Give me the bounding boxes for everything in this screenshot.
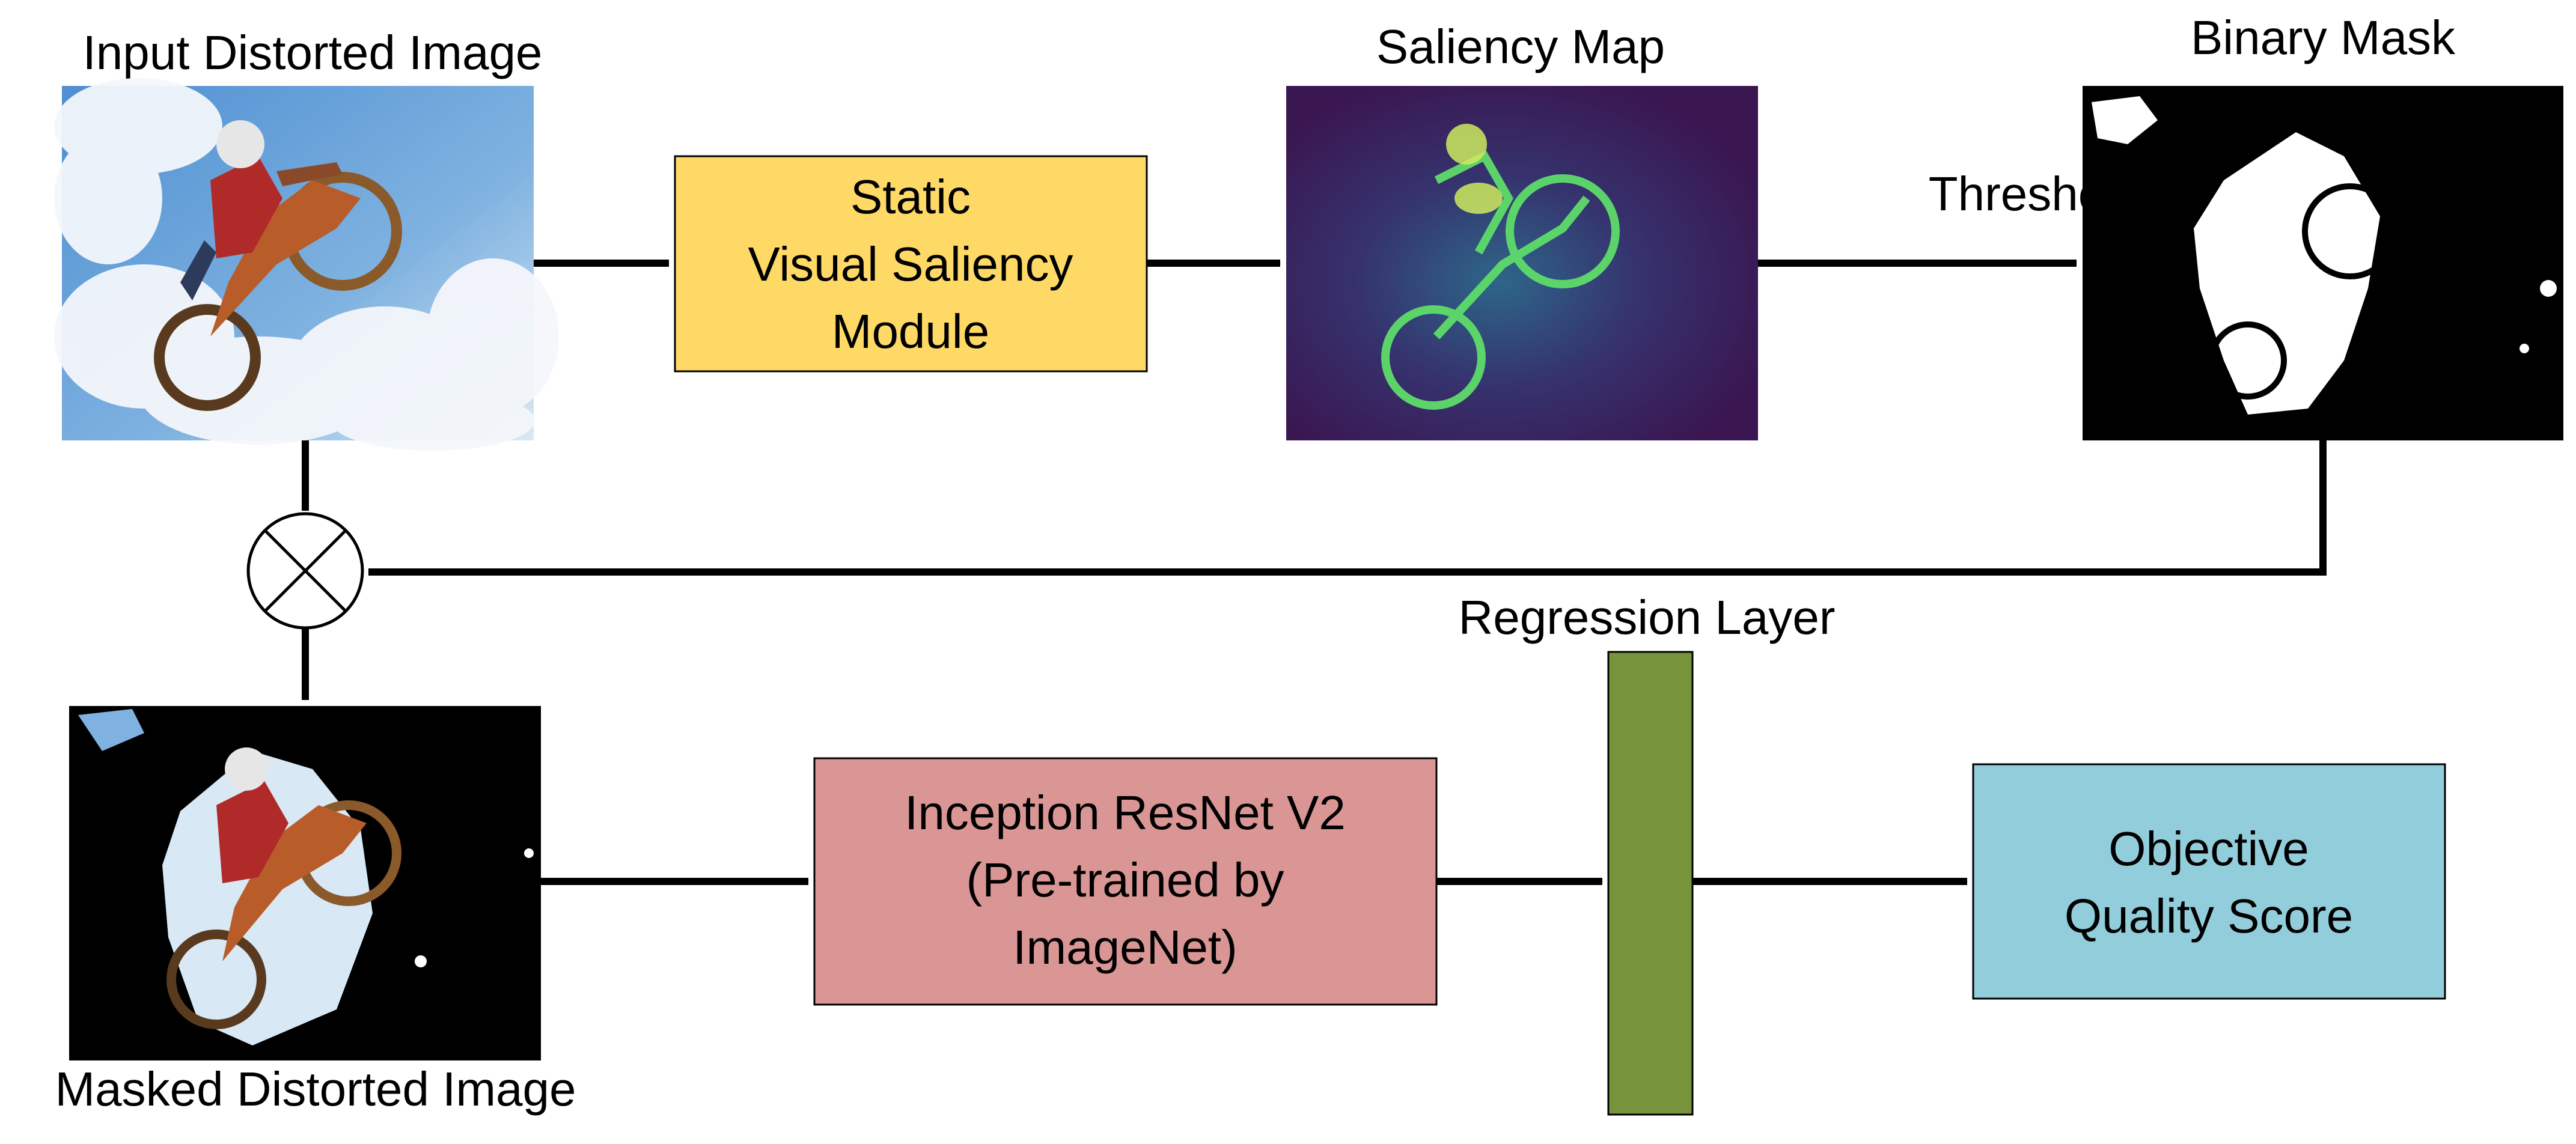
regression-layer-bar bbox=[1607, 651, 1694, 1116]
input-image bbox=[54, 78, 559, 451]
saliency-map-image bbox=[1286, 86, 1758, 440]
masked-image-label: Masked Distorted Image bbox=[55, 1062, 576, 1116]
score-line2: Quality Score bbox=[2065, 889, 2353, 943]
inception-line2: (Pre-trained by bbox=[966, 853, 1284, 907]
score-block: Objective Quality Score bbox=[1972, 763, 2446, 1000]
binary-mask-image bbox=[2083, 86, 2563, 440]
multiply-junction bbox=[246, 512, 364, 630]
regression-layer-label: Regression Layer bbox=[1459, 591, 1836, 644]
input-image-label: Input Distorted Image bbox=[83, 26, 543, 79]
arrow-mask-to-multiply bbox=[368, 440, 2327, 576]
score-line1: Objective bbox=[2108, 822, 2309, 875]
saliency-module-line1: Static bbox=[850, 170, 971, 224]
rider-silhouette bbox=[154, 120, 402, 411]
saliency-module-block: Static Visual Saliency Module bbox=[674, 155, 1148, 373]
saliency-module-line2: Visual Saliency bbox=[748, 237, 1073, 291]
masked-image bbox=[69, 706, 541, 1060]
saliency-map-label: Saliency Map bbox=[1376, 20, 1665, 73]
binary-mask-label: Binary Mask bbox=[2191, 11, 2456, 64]
inception-block: Inception ResNet V2 (Pre-trained by Imag… bbox=[813, 757, 1438, 1006]
inception-line3: ImageNet) bbox=[1013, 920, 1237, 974]
inception-line1: Inception ResNet V2 bbox=[905, 786, 1346, 839]
saliency-module-line3: Module bbox=[832, 305, 989, 358]
